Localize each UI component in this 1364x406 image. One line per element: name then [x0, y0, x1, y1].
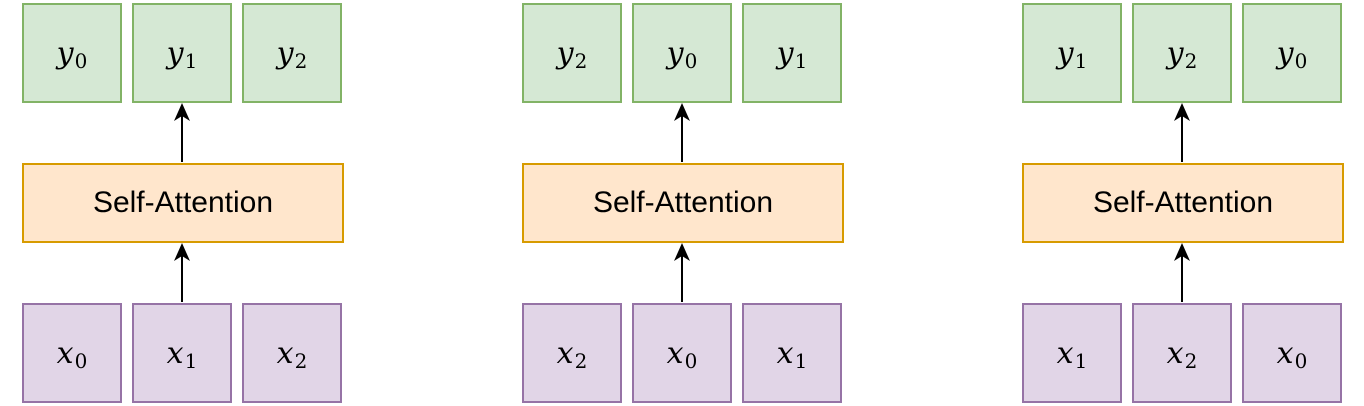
self-attention-block: Self-Attention — [522, 163, 844, 243]
token-index: 1 — [794, 49, 808, 73]
token-letter: y — [276, 35, 294, 71]
token-index: 2 — [294, 49, 308, 73]
token-letter: y — [1276, 35, 1294, 71]
token-letter: y — [776, 35, 794, 71]
token-index: 2 — [1184, 49, 1198, 73]
arrows — [1174, 103, 1190, 302]
token-letter: x — [1166, 335, 1184, 371]
token-index: 1 — [1074, 349, 1088, 373]
token-index: 0 — [684, 349, 698, 373]
self-attention-label: Self-Attention — [92, 186, 274, 219]
token-letter: x — [166, 335, 184, 371]
self-attention-label: Self-Attention — [1092, 186, 1274, 219]
token-index: 0 — [74, 349, 88, 373]
token-letter: x — [666, 335, 684, 371]
token-letter: y — [56, 35, 74, 71]
token-letter: x — [556, 335, 574, 371]
token-index: 0 — [74, 49, 88, 73]
self-attention-block: Self-Attention — [1022, 163, 1344, 243]
arrow-up-to-outputs — [174, 103, 190, 162]
token-letter: y — [556, 35, 574, 71]
token-index: 2 — [574, 349, 588, 373]
token-letter: x — [56, 335, 74, 371]
token-index: 0 — [684, 49, 698, 73]
token-index: 2 — [1184, 349, 1198, 373]
token-letter: x — [1276, 335, 1294, 371]
arrow-up-to-attention — [1174, 243, 1190, 302]
arrows — [174, 103, 190, 302]
token-letter: x — [276, 335, 294, 371]
token-letter: y — [1056, 35, 1074, 71]
arrow-up-to-outputs — [1174, 103, 1190, 162]
token-letter: y — [166, 35, 184, 71]
arrow-up-to-attention — [174, 243, 190, 302]
token-letter: x — [776, 335, 794, 371]
arrow-up-to-attention — [674, 243, 690, 302]
token-index: 1 — [794, 349, 808, 373]
self-attention-block: Self-Attention — [22, 163, 344, 243]
token-index: 0 — [1294, 349, 1308, 373]
arrow-up-to-outputs — [674, 103, 690, 162]
token-index: 1 — [184, 49, 198, 73]
arrows — [674, 103, 690, 302]
token-letter: y — [1166, 35, 1184, 71]
token-letter: y — [666, 35, 684, 71]
token-index: 1 — [184, 349, 198, 373]
token-index: 0 — [1294, 49, 1308, 73]
token-index: 2 — [574, 49, 588, 73]
self-attention-label: Self-Attention — [592, 186, 774, 219]
token-index: 1 — [1074, 49, 1088, 73]
token-letter: x — [1056, 335, 1074, 371]
token-index: 2 — [294, 349, 308, 373]
